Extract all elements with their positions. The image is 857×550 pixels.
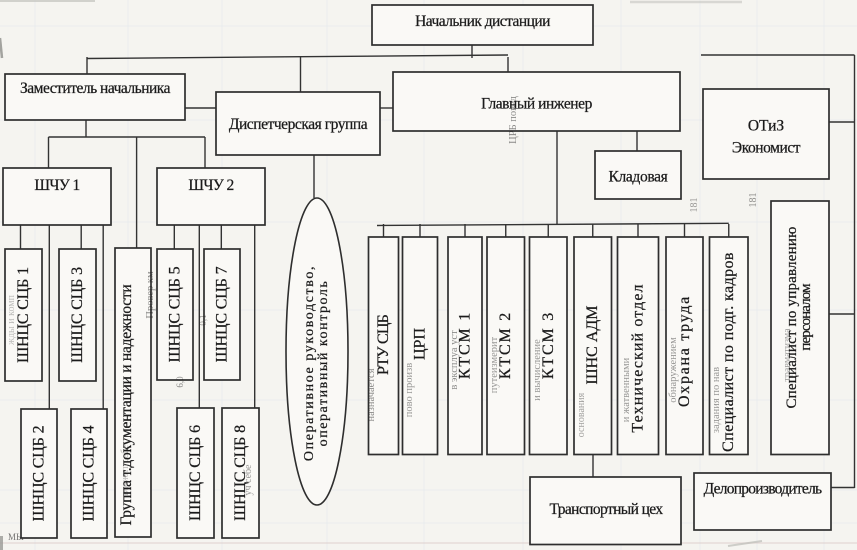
svg-text:ШНЦС СЦБ 5: ШНЦС СЦБ 5: [167, 266, 184, 362]
svg-text:оперативный контроль: оперативный контроль: [316, 280, 331, 447]
svg-text:Транспортный цех: Транспортный цех: [549, 501, 663, 518]
svg-text:задания по нав: задания по нав: [711, 367, 722, 433]
svg-text:персоналом: персоналом: [798, 283, 814, 351]
svg-text:ШНЦС СЦБ 4: ШНЦС СЦБ 4: [81, 425, 98, 521]
svg-text:уч себе: уч себе: [243, 464, 254, 495]
svg-text:обнаружением: обнаружением: [668, 337, 679, 403]
svg-text:0,1: 0,1: [198, 314, 208, 325]
svg-text:Главный инженер: Главный инженер: [481, 96, 592, 113]
svg-text:Провер км: Провер км: [145, 271, 156, 319]
svg-text:пово произв: пово произв: [404, 363, 415, 418]
svg-text:ШНЦС СЦБ 8: ШНЦС СЦБ 8: [232, 425, 249, 521]
svg-text:Специалист по управлению: Специалист по управлению: [784, 226, 800, 408]
svg-text:Экономист: Экономист: [732, 140, 801, 157]
svg-text:путеизмерит: путеизмерит: [489, 336, 500, 393]
svg-text:ШНС АДМ: ШНС АДМ: [584, 305, 601, 384]
svg-text:Технический отдел: Технический отдел: [630, 283, 647, 432]
svg-text:Охрана труда: Охрана труда: [676, 295, 693, 407]
svg-text:ШЧУ 2: ШЧУ 2: [188, 177, 233, 194]
svg-text:Делопроизводитель: Делопроизводитель: [704, 481, 822, 498]
svg-text:ШНЦС СЦБ 3: ШНЦС СЦБ 3: [69, 267, 86, 363]
svg-text:ЦРП: ЦРП: [412, 328, 429, 360]
svg-text:возжит себе: возжит себе: [120, 444, 131, 496]
svg-text:Начальник дистанции: Начальник дистанции: [415, 13, 550, 30]
svg-text:Кладовая: Кладовая: [609, 169, 668, 186]
svg-text:КТСМ 3: КТСМ 3: [540, 311, 557, 379]
svg-text:МЫ: МЫ: [8, 532, 24, 542]
svg-text:6,0: 6,0: [175, 376, 185, 388]
svg-text:и вычисление: и вычисление: [532, 339, 543, 401]
svg-text:Оперативное руководство,: Оперативное руководство,: [302, 265, 317, 461]
svg-text:жды и комп: жды и комп: [6, 294, 17, 346]
svg-text:ОТиЗ: ОТиЗ: [748, 118, 785, 135]
svg-text:и жатвенными: и жатвенными: [621, 357, 632, 422]
svg-text:в эксплуа уст: в эксплуа уст: [449, 330, 460, 390]
svg-text:Заместитель начальника: Заместитель начальника: [20, 80, 171, 97]
svg-text:Группа т.документации и надежн: Группа т.документации и надежности: [118, 285, 135, 526]
svg-text:Диспетчерская группа: Диспетчерская группа: [229, 116, 368, 133]
svg-text:травматизма: травматизма: [782, 328, 793, 382]
svg-text:ШНЦС СЦБ 7: ШНЦС СЦБ 7: [214, 266, 231, 362]
svg-text:ШЧУ 1: ШЧУ 1: [34, 177, 79, 194]
svg-text:назначается: назначается: [366, 368, 377, 421]
svg-text:КТСМ 2: КТСМ 2: [497, 311, 514, 379]
svg-text:Специалист по подг. кадров: Специалист по подг. кадров: [720, 252, 737, 452]
svg-text:181: 181: [689, 198, 700, 213]
svg-text:ШНЦС СЦБ 1: ШНЦС СЦБ 1: [15, 267, 32, 363]
svg-text:РТУ СЦБ: РТУ СЦБ: [375, 314, 392, 375]
svg-text:ШНЦС СЦБ 2: ШНЦС СЦБ 2: [31, 425, 48, 521]
svg-text:КТСМ 1: КТСМ 1: [457, 311, 474, 379]
svg-text:ШНЦС СЦБ 6: ШНЦС СЦБ 6: [187, 425, 204, 521]
svg-text:ЦРБ повед: ЦРБ повед: [508, 95, 519, 143]
svg-text:181: 181: [748, 193, 759, 208]
svg-text:основания: основания: [576, 392, 587, 437]
